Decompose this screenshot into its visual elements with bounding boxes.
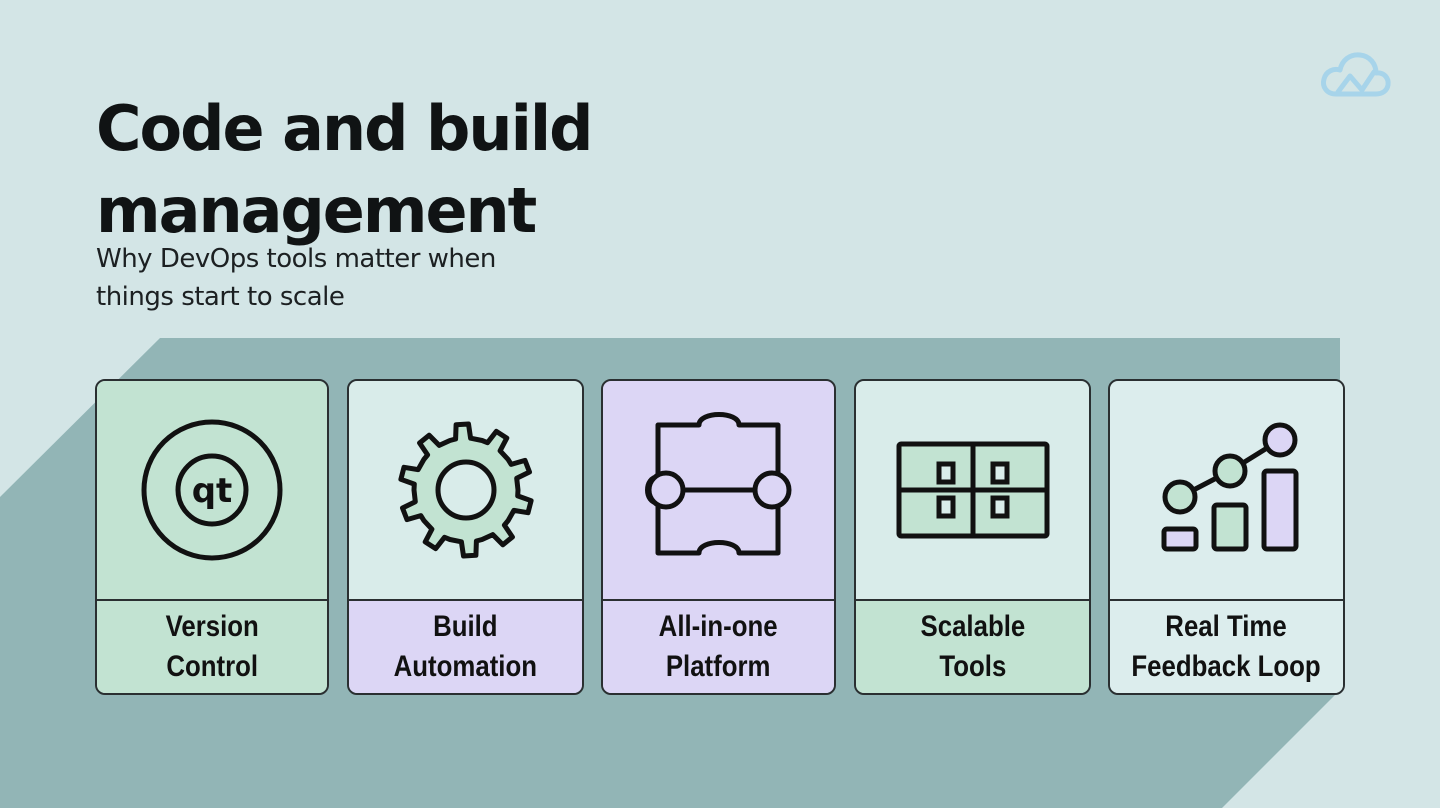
card-icon-area [1110, 381, 1343, 601]
card-label: All-in-one Platform [659, 607, 778, 687]
card-label-area: All-in-one Platform [603, 601, 834, 693]
puzzle-icon [644, 412, 791, 556]
card-icon-area: qt [97, 381, 327, 601]
card-label-line-2: Control [166, 650, 258, 683]
card-label-area: Version Control [97, 601, 327, 693]
card-label-area: Build Automation [349, 601, 582, 693]
card-label-area: Scalable Tools [856, 601, 1089, 693]
qt-logo-icon: qt [141, 419, 283, 561]
card-label-line-1: All-in-one [659, 610, 778, 643]
card-label: Version Control [165, 607, 258, 687]
card-real-time-feedback-loop[interactable]: Real Time Feedback Loop [1108, 379, 1345, 695]
card-scalable-tools[interactable]: Scalable Tools [854, 379, 1091, 695]
card-label-line-1: Build [433, 610, 498, 643]
card-all-in-one-platform[interactable]: All-in-one Platform [601, 379, 836, 695]
subtitle-line-1: Why DevOps tools matter when [96, 244, 496, 274]
card-version-control[interactable]: qt Version Control [95, 379, 329, 695]
title-line-2: management [96, 174, 537, 247]
grid-blocks-icon [896, 441, 1049, 539]
card-label-area: Real Time Feedback Loop [1110, 601, 1343, 693]
card-icon-area [349, 381, 582, 601]
card-label-line-2: Platform [666, 650, 771, 683]
page-subtitle: Why DevOps tools matter when things star… [96, 240, 496, 316]
svg-text:qt: qt [192, 471, 233, 511]
title-line-1: Code and build [96, 92, 593, 165]
card-label: Real Time Feedback Loop [1132, 607, 1321, 687]
card-icon-area [603, 381, 834, 601]
card-label: Build Automation [394, 607, 537, 687]
card-label: Scalable Tools [920, 607, 1025, 687]
card-label-line-2: Tools [939, 650, 1006, 683]
card-label-line-1: Scalable [920, 610, 1025, 643]
card-label-line-2: Feedback Loop [1131, 650, 1322, 683]
card-icon-area [856, 381, 1089, 601]
card-label-line-1: Version [165, 610, 259, 643]
subtitle-line-2: things start to scale [96, 282, 345, 312]
page-title: Code and build management [96, 88, 593, 252]
card-build-automation[interactable]: Build Automation [347, 379, 584, 695]
cloud-logo-icon [1321, 52, 1391, 97]
card-label-line-2: Automation [393, 650, 538, 683]
card-label-line-1: Real Time [1165, 610, 1288, 643]
gear-icon [397, 421, 534, 559]
growth-chart-icon [1161, 422, 1298, 552]
